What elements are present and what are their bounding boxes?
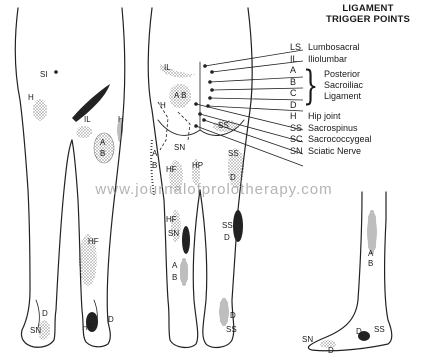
back-ss-calf-zone bbox=[233, 210, 243, 242]
front-si-dot bbox=[54, 70, 58, 74]
front-sn-label: SN bbox=[30, 326, 41, 335]
title-line-1: LIGAMENT bbox=[312, 3, 424, 14]
legend-abbr: SN bbox=[290, 146, 308, 158]
legend-abbr: SC bbox=[290, 134, 308, 146]
legend-desc: Sacrospinus bbox=[308, 123, 358, 135]
legend-letters: A B C D bbox=[290, 65, 297, 111]
back-b-label: B bbox=[152, 161, 157, 170]
back-h-label: H bbox=[160, 101, 166, 110]
side-d-label: D bbox=[356, 327, 362, 336]
legend-item-ss: SS Sacrospinus bbox=[290, 123, 428, 135]
legend-desc-line-3: Ligament bbox=[324, 91, 363, 102]
front-h-label: H bbox=[28, 93, 34, 102]
front-hf-label: HF bbox=[88, 237, 99, 246]
legend-desc-line-1: Posterior bbox=[324, 69, 363, 80]
back-d-lower-label: D bbox=[224, 233, 230, 242]
front-si-label: SI bbox=[40, 70, 48, 79]
back-sn-lower-label: SN bbox=[168, 229, 179, 238]
side-b-label: B bbox=[368, 259, 373, 268]
front-d-right-label: D bbox=[108, 315, 114, 324]
front-il-zone bbox=[72, 84, 110, 122]
back-ss-thigh-label: SS bbox=[228, 149, 239, 158]
back-ss-heel-label: SS bbox=[226, 325, 237, 334]
legend-item-ls: LS Lumbosacral bbox=[290, 42, 428, 54]
side-a-label: A bbox=[368, 249, 374, 258]
legend-letter-c: C bbox=[290, 88, 297, 100]
front-a-label: A bbox=[100, 138, 106, 147]
legend-group-desc: Posterior Sacroiliac Ligament bbox=[324, 69, 363, 102]
front-h-zone bbox=[33, 99, 47, 121]
back-ab-label: A B bbox=[174, 91, 186, 100]
legend-abbr: SS bbox=[290, 123, 308, 135]
front-b-label: B bbox=[100, 149, 105, 158]
front-il-lower-zone bbox=[76, 126, 92, 138]
legend-letter-d: D bbox=[290, 100, 297, 112]
back-d-heel-zone bbox=[219, 298, 229, 326]
legend-item-posterior-sacroiliac: A B C D } Posterior Sacroiliac Ligament bbox=[290, 65, 428, 111]
front-d-label: D bbox=[42, 309, 48, 318]
legend-item-sc: SC Sacrococcygeal bbox=[290, 134, 428, 146]
back-sn-calf-zone bbox=[182, 226, 190, 254]
back-hf-label: HF bbox=[166, 165, 177, 174]
back-ss-lower-label: SS bbox=[222, 221, 233, 230]
side-ab-zone bbox=[367, 210, 377, 254]
legend-desc-line-2: Sacroiliac bbox=[324, 80, 363, 91]
back-a-label: A bbox=[152, 149, 158, 158]
front-h-right-label: H bbox=[118, 115, 124, 124]
legend-letter-a: A bbox=[290, 65, 297, 77]
watermark: www.journalofprolotherapy.com bbox=[0, 181, 428, 198]
legend-leader-lines bbox=[196, 50, 303, 166]
side-ss-label: SS bbox=[374, 325, 385, 334]
legend-item-sn: SN Sciatic Nerve bbox=[290, 146, 428, 158]
front-view-figure bbox=[15, 8, 125, 347]
legend-item-h: H Hip joint bbox=[290, 111, 428, 123]
back-b-lower-label: B bbox=[172, 273, 177, 282]
back-d-heel-label: D bbox=[230, 311, 236, 320]
back-il-label: IL bbox=[164, 63, 171, 72]
side-d-foot-label: D bbox=[328, 346, 334, 355]
back-a-lower-label: A bbox=[172, 261, 178, 270]
legend-letter-b: B bbox=[290, 77, 297, 89]
back-ab-calf-zone bbox=[180, 258, 188, 286]
diagram-title: LIGAMENT TRIGGER POINTS bbox=[312, 3, 424, 25]
title-line-2: TRIGGER POINTS bbox=[312, 14, 424, 25]
legend-desc: Sacrococcygeal bbox=[308, 134, 372, 146]
legend-desc: Sciatic Nerve bbox=[308, 146, 361, 158]
side-sn-label: SN bbox=[302, 335, 313, 344]
legend-desc: Hip joint bbox=[308, 111, 341, 123]
front-il-label: IL bbox=[84, 115, 91, 124]
back-hf-lower-label: HF bbox=[166, 215, 177, 224]
legend-brace: } bbox=[303, 66, 318, 106]
front-hf-lower-label: HF bbox=[82, 323, 93, 332]
legend-desc: Lumbosacral bbox=[308, 42, 360, 54]
legend-abbr: LS bbox=[290, 42, 308, 54]
back-hp-label: HP bbox=[192, 161, 203, 170]
legend-abbr: H bbox=[290, 111, 308, 123]
legend: LS Lumbosacral IL Iliolumbar A B C D } P… bbox=[290, 42, 428, 157]
back-sn-label: SN bbox=[174, 143, 185, 152]
